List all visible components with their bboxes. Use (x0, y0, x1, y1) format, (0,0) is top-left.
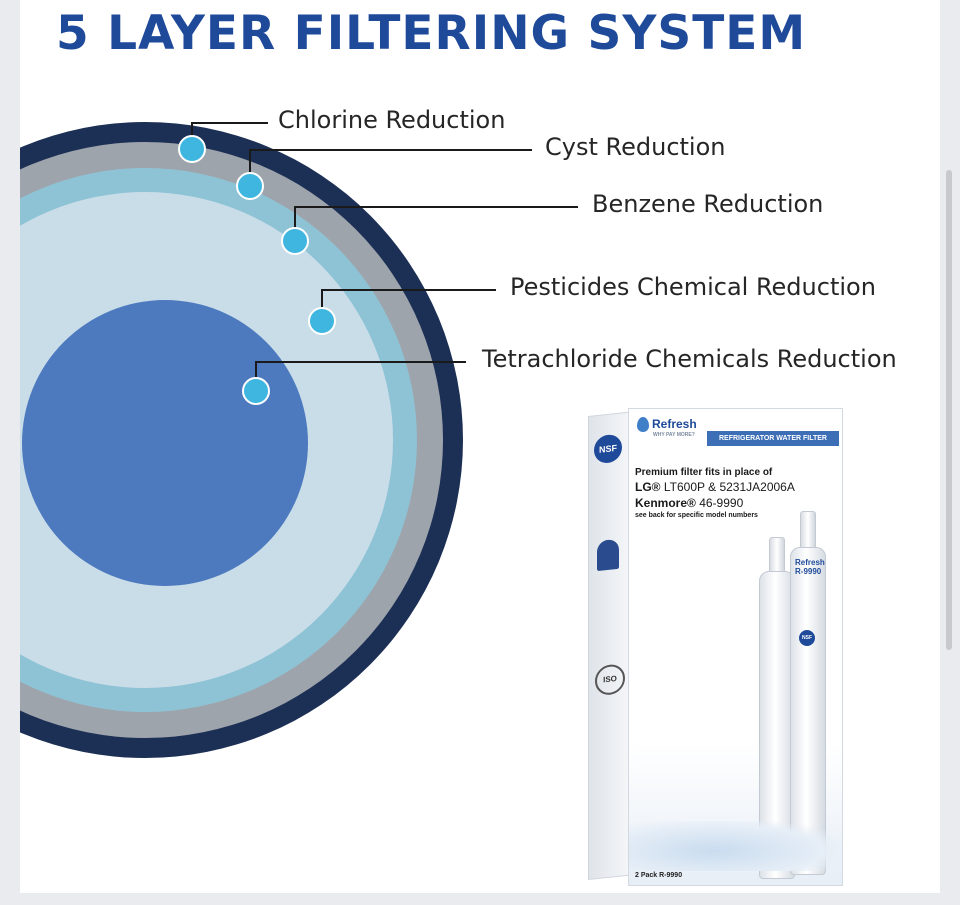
marker-chlorine (178, 135, 206, 163)
product-box-side: NSF ISO (588, 411, 630, 880)
infographic-page: 5 LAYER FILTERING SYSTEM Chlorine Reduct… (20, 0, 940, 893)
fits-kenmore: Kenmore® 46-9990 (635, 496, 744, 510)
fits-heading: Premium filter fits in place of (635, 467, 773, 478)
bottle-nsf-badge: NSF (799, 630, 815, 646)
page-title: 5 LAYER FILTERING SYSTEM (56, 6, 807, 61)
layer-diagram (20, 122, 578, 758)
brand-tagline: WHY PAY MORE? (653, 432, 695, 439)
water-drop-icon (637, 417, 649, 433)
product-box-front: Refresh WHY PAY MORE? REFRIGERATOR WATER… (628, 408, 843, 886)
fits-text: Premium filter fits in place of LG® LT60… (635, 467, 840, 519)
layer-label-tetrachloride: Tetrachloride Chemicals Reduction (482, 345, 897, 373)
iso-badge: ISO (595, 663, 625, 697)
marker-tetrachloride (242, 377, 270, 405)
pack-label: 2 Pack R-9990 (635, 872, 683, 879)
brand-logo: Refresh WHY PAY MORE? (637, 417, 697, 438)
award-ribbon-icon (597, 538, 619, 572)
scrollbar[interactable] (942, 0, 958, 893)
water-splash (629, 821, 842, 871)
product-box: NSF ISO Refresh WHY PAY MORE? REFRIGERAT… (588, 402, 848, 890)
brand-name: Refresh (652, 417, 697, 431)
fits-lg: LG® LT600P & 5231JA2006A (635, 480, 795, 494)
marker-pesticides (308, 307, 336, 335)
layer-label-cyst: Cyst Reduction (545, 133, 726, 161)
layer-label-chlorine: Chlorine Reduction (278, 106, 506, 134)
nsf-badge: NSF (594, 433, 622, 465)
layer-label-pesticides: Pesticides Chemical Reduction (510, 273, 876, 301)
marker-benzene (281, 227, 309, 255)
layer-core (22, 300, 308, 586)
scrollbar-thumb[interactable] (946, 170, 952, 650)
layer-label-benzene: Benzene Reduction (592, 190, 824, 218)
fits-note: see back for specific model numbers (635, 512, 758, 519)
product-banner: REFRIGERATOR WATER FILTER (707, 431, 839, 446)
marker-cyst (236, 172, 264, 200)
